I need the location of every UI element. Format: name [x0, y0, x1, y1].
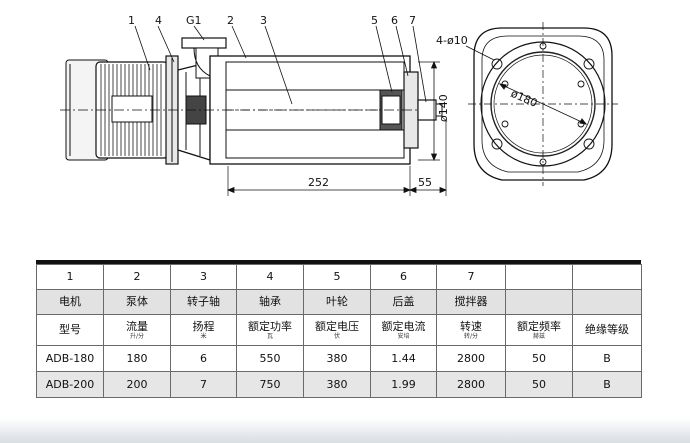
table-cell: 50	[505, 371, 573, 398]
bolt-hole-icon	[583, 58, 595, 70]
part-number-cell: 5	[303, 264, 371, 290]
dim-252-label: 252	[308, 176, 329, 189]
bolt-hole-icon	[491, 58, 503, 70]
part-name-cell	[572, 289, 642, 315]
part-number-cell: 4	[236, 264, 304, 290]
table-cell: 2800	[436, 345, 506, 372]
part-name-cell: 泵体	[103, 289, 171, 315]
part-name-cell: 叶轮	[303, 289, 371, 315]
callout-2: 2	[227, 14, 234, 27]
dimension-length	[226, 186, 448, 194]
callout-1: 1	[128, 14, 135, 27]
part-name-cell	[505, 289, 573, 315]
table-cell: B	[572, 345, 642, 372]
callout-4: 4	[155, 14, 162, 27]
table-cell: 2800	[436, 371, 506, 398]
part-name-cell: 后盖	[370, 289, 437, 315]
part-name-cell: 搅拌器	[436, 289, 506, 315]
part-number-cell: 1	[36, 264, 104, 290]
pump-technical-drawing: 1 4 G1 2 3 5 6 7 252 55 ø140	[60, 14, 618, 196]
table-cell: ADB-200	[36, 371, 104, 398]
part-name-cell: 转子轴	[170, 289, 237, 315]
spec-table-container: 1 2 3 4 5 6 7 电机 泵体 转子轴 轴承 叶轮 后盖 搅拌器 型号 …	[36, 264, 642, 398]
table-row: ADB-180 180 6 550 380 1.44 2800 50 B	[36, 345, 642, 372]
shaft	[60, 99, 443, 121]
table-cell: 550	[236, 345, 304, 372]
callout-g1: G1	[186, 14, 202, 27]
table-cell: 1.99	[370, 371, 437, 398]
table-cell: 380	[303, 345, 371, 372]
table-row: ADB-200 200 7 750 380 1.99 2800 50 B	[36, 371, 642, 398]
part-number-cell	[572, 264, 642, 290]
callout-labels: 1 4 G1 2 3 5 6 7	[128, 14, 416, 27]
pump-side-view	[60, 37, 447, 196]
table-cell: 7	[170, 371, 237, 398]
dim-140-label: ø140	[437, 94, 450, 122]
header-cell-speed: 转速转/分	[436, 314, 506, 346]
table-cell: ADB-180	[36, 345, 104, 372]
table-cell: 1.44	[370, 345, 437, 372]
callout-7: 7	[409, 14, 416, 27]
callout-5: 5	[371, 14, 378, 27]
header-cell-frequency: 额定频率赫兹	[505, 314, 573, 346]
bolt-hole-icon	[583, 138, 595, 150]
header-cell-power: 额定功率瓦	[236, 314, 304, 346]
header-cell-voltage: 额定电压伏	[303, 314, 371, 346]
header-cell-flow: 流量升/分	[103, 314, 171, 346]
table-cell: 380	[303, 371, 371, 398]
bolt-hole-icon	[491, 138, 503, 150]
part-number-row: 1 2 3 4 5 6 7	[36, 264, 642, 290]
part-name-cell: 电机	[36, 289, 104, 315]
table-cell: 200	[103, 371, 171, 398]
spec-header-row: 型号 流量升/分 扬程米 额定功率瓦 额定电压伏 额定电流安培 转速转/分 额定…	[36, 314, 642, 346]
table-top-border	[36, 260, 641, 264]
header-cell-model: 型号	[36, 314, 104, 346]
part-number-cell	[505, 264, 573, 290]
table-cell: 750	[236, 371, 304, 398]
part-number-cell: 2	[103, 264, 171, 290]
table-cell: 50	[505, 345, 573, 372]
part-number-cell: 3	[170, 264, 237, 290]
callout-leaders	[134, 25, 427, 105]
bottom-shade	[0, 418, 690, 443]
header-cell-head: 扬程米	[170, 314, 237, 346]
spec-table: 1 2 3 4 5 6 7 电机 泵体 转子轴 轴承 叶轮 后盖 搅拌器 型号 …	[36, 264, 642, 398]
part-number-cell: 7	[436, 264, 506, 290]
pump-end-view	[465, 22, 618, 186]
callout-3: 3	[260, 14, 267, 27]
table-cell: 180	[103, 345, 171, 372]
header-cell-current: 额定电流安培	[370, 314, 437, 346]
table-cell: 6	[170, 345, 237, 372]
part-number-cell: 6	[370, 264, 437, 290]
part-name-row: 电机 泵体 转子轴 轴承 叶轮 后盖 搅拌器	[36, 289, 642, 315]
table-cell: B	[572, 371, 642, 398]
part-name-cell: 轴承	[236, 289, 304, 315]
dim-4-holes-label: 4-ø10	[436, 34, 468, 47]
callout-6: 6	[391, 14, 398, 27]
dim-55-label: 55	[418, 176, 432, 189]
dimension-diameter-140	[430, 60, 438, 162]
header-cell-insulation: 绝缘等级	[572, 314, 642, 346]
